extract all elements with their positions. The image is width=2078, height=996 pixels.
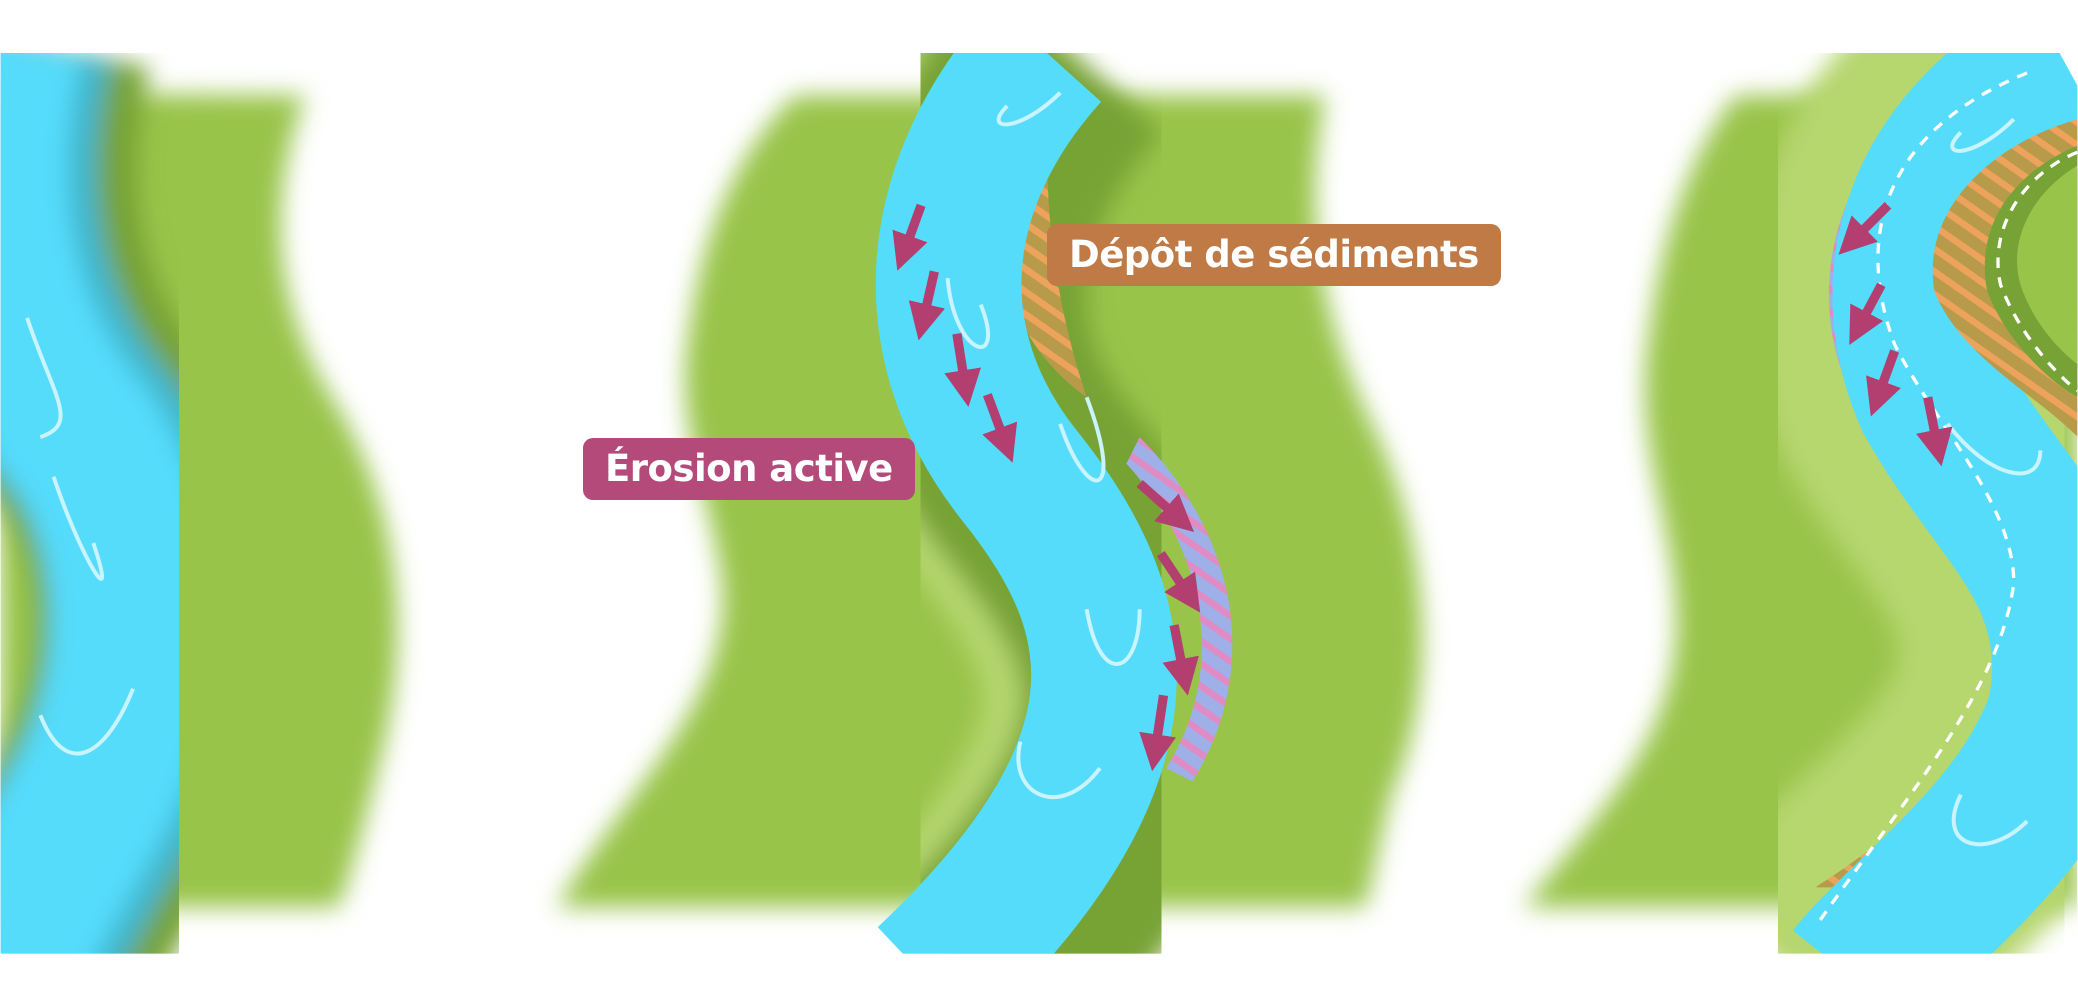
- inner-land: [2017, 165, 2078, 365]
- former-channel-lines: [1813, 71, 2078, 929]
- meander-stage-2: [556, 52, 1423, 954]
- meander-stage-1: [0, 52, 398, 954]
- river-water: [0, 52, 217, 954]
- water-swirls: [1945, 117, 2043, 847]
- erosion-zone-right: [1126, 437, 1233, 782]
- meander-stage-3: [1523, 52, 2078, 954]
- erosion-arrows: [892, 203, 1201, 772]
- water-swirls: [25, 317, 135, 756]
- river-water: [1792, 52, 2078, 954]
- erosion-arrows: [1838, 202, 1953, 467]
- water-swirls: [945, 91, 1142, 799]
- river-water: [875, 52, 1177, 954]
- sediment-deposit-label: Dépôt de sédiments: [1047, 224, 1501, 286]
- active-erosion-label: Érosion active: [583, 438, 915, 500]
